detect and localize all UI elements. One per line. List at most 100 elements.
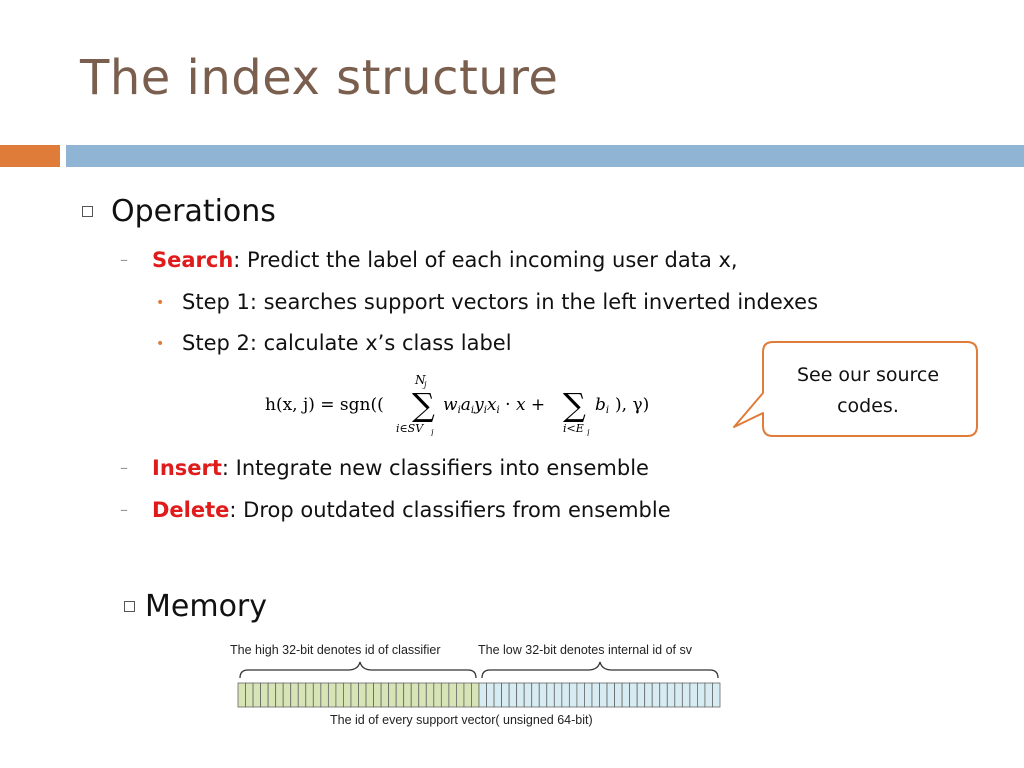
bit-cell <box>471 682 480 708</box>
insert-item: – Insert : Integrate new classifiers int… <box>120 456 649 480</box>
formula-b: bi <box>595 395 609 416</box>
search-item: – Search : Predict the label of each inc… <box>120 248 738 272</box>
dot-bullet-icon: • <box>156 336 165 352</box>
bit-cell <box>636 682 646 708</box>
bit-cell <box>425 682 435 708</box>
bit-cell <box>501 682 510 708</box>
bit-cell <box>621 682 631 708</box>
bit-cell <box>297 682 307 708</box>
bit-cell <box>538 682 548 708</box>
square-bullet-icon <box>124 601 135 612</box>
insert-keyword: Insert <box>152 456 222 480</box>
bit-cell <box>410 682 420 708</box>
bit-cell <box>463 682 472 708</box>
memory-bit-layout <box>237 661 721 708</box>
bit-cell <box>312 682 322 708</box>
accent-bar-orange <box>0 145 60 167</box>
callout-line-1: See our source <box>796 364 940 386</box>
accent-bar-blue <box>66 145 1024 167</box>
bit-cell <box>350 682 359 708</box>
search-description: : Predict the label of each incoming use… <box>233 248 738 272</box>
bullet-memory: Memory <box>124 589 267 624</box>
brace-low <box>481 661 719 679</box>
bit-cell <box>260 682 269 708</box>
step-2-item: • Step 2: calculate x’s class label <box>156 331 512 355</box>
bit-cell <box>599 682 608 708</box>
brace-high <box>239 661 477 679</box>
bit-cell <box>584 682 593 708</box>
bit-cell <box>440 682 450 708</box>
formula-tail: ), γ) <box>615 395 649 415</box>
search-keyword: Search <box>152 248 234 272</box>
bit-cell <box>651 682 661 708</box>
speech-bubble-callout <box>733 341 978 437</box>
bit-cell <box>508 682 518 708</box>
sum2-bottom-sub: j <box>585 428 590 436</box>
step-2-text: Step 2: calculate x’s class label <box>182 331 512 355</box>
bit-cell <box>659 682 668 708</box>
bit-cell <box>327 682 337 708</box>
bit-cell <box>614 682 623 708</box>
bit-cell <box>516 682 525 708</box>
bit-cell <box>305 682 314 708</box>
bit-cell <box>403 682 412 708</box>
formula-term1: wiaiyixi · x + <box>443 395 545 416</box>
sum2-bottom: i<E <box>563 422 584 435</box>
callout-text: See our source codes. <box>768 360 968 422</box>
bit-cell <box>546 682 555 708</box>
bit-cell <box>553 682 563 708</box>
bit-cell <box>591 682 600 708</box>
bit-cell <box>245 682 254 708</box>
memory-label-low: The low 32-bit denotes internal id of sv <box>478 643 693 657</box>
step-1-text: Step 1: searches support vectors in the … <box>182 290 819 314</box>
memory-heading: Memory <box>145 589 268 624</box>
bit-cell <box>486 682 495 708</box>
delete-keyword: Delete <box>152 498 230 522</box>
memory-label-bottom: The id of every support vector( unsigned… <box>330 713 593 727</box>
bit-cell <box>433 682 442 708</box>
square-bullet-icon <box>82 206 93 217</box>
bit-cell <box>666 682 676 708</box>
callout-line-2: codes. <box>837 395 899 417</box>
sum-sign-1: ∑ <box>412 386 435 424</box>
bit-cell <box>365 682 374 708</box>
bit-cell <box>395 682 405 708</box>
bit-cell <box>380 682 390 708</box>
bit-cell <box>531 682 540 708</box>
bit-cell <box>282 682 292 708</box>
formula-lhs: h(x, j) = sgn(( <box>265 395 384 415</box>
memory-label-high: The high 32-bit denotes id of classifier <box>230 643 441 657</box>
sum1-bottom-sub: j <box>429 428 434 436</box>
bit-cell <box>335 682 344 708</box>
delete-description: : Drop outdated classifiers from ensembl… <box>229 498 671 522</box>
bit-cell <box>674 682 683 708</box>
bullet-operations: Operations <box>82 194 276 229</box>
bit-cell <box>493 682 502 708</box>
bit-cell <box>320 682 329 708</box>
bit-cell <box>448 682 457 708</box>
bit-cell <box>576 682 585 708</box>
bit-cell <box>388 682 397 708</box>
bit-cell <box>689 682 698 708</box>
bit-cell <box>237 682 246 708</box>
bit-cell <box>418 682 427 708</box>
formula-svg: h(x, j) = sgn(( ∑ N j i∈SV j wiaiyixi · … <box>265 373 649 437</box>
bit-cell <box>343 682 352 708</box>
bit-cell <box>681 682 691 708</box>
sum1-bottom: i∈SV <box>396 422 424 435</box>
dash-bullet-icon: – <box>120 458 128 477</box>
insert-description: : Integrate new classifiers into ensembl… <box>221 456 649 480</box>
bit-cell <box>267 682 277 708</box>
classification-formula: h(x, j) = sgn(( ∑ N j i∈SV j wiaiyixi · … <box>265 372 665 441</box>
bit-cell <box>697 682 706 708</box>
bit-cell <box>712 682 721 708</box>
bit-cell <box>606 682 615 708</box>
bit-cells <box>237 682 721 708</box>
bit-cell <box>704 682 713 708</box>
bit-cell <box>456 682 465 708</box>
bit-cell <box>290 682 299 708</box>
bit-cell <box>252 682 261 708</box>
bit-cell <box>523 682 533 708</box>
bit-cell <box>568 682 578 708</box>
bit-cell <box>275 682 284 708</box>
